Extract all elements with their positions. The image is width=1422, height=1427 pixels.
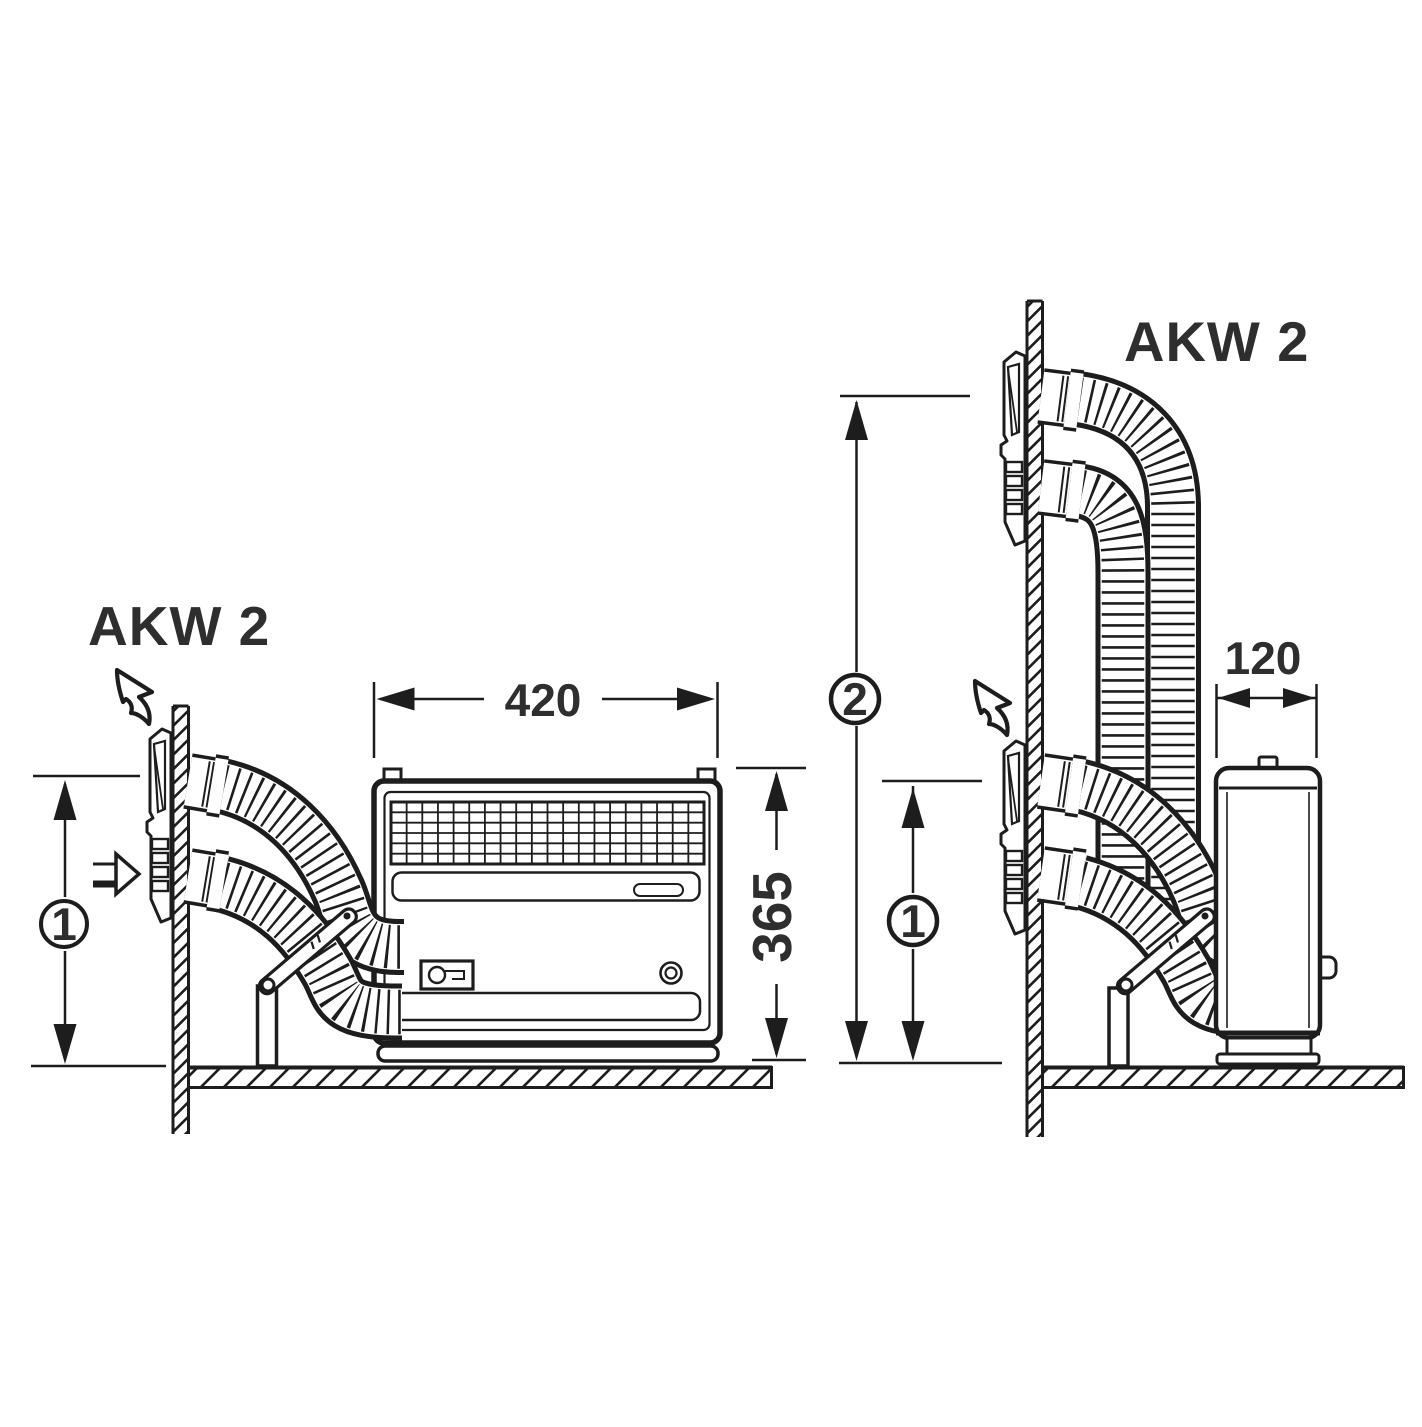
svg-text:420: 420	[505, 674, 582, 726]
svg-text:AKW 2: AKW 2	[88, 595, 270, 657]
svg-text:1: 1	[51, 898, 77, 950]
svg-text:365: 365	[741, 871, 803, 963]
svg-text:1: 1	[900, 895, 926, 947]
svg-text:AKW 2: AKW 2	[1124, 310, 1309, 373]
svg-text:120: 120	[1225, 632, 1302, 684]
svg-text:2: 2	[842, 673, 868, 725]
